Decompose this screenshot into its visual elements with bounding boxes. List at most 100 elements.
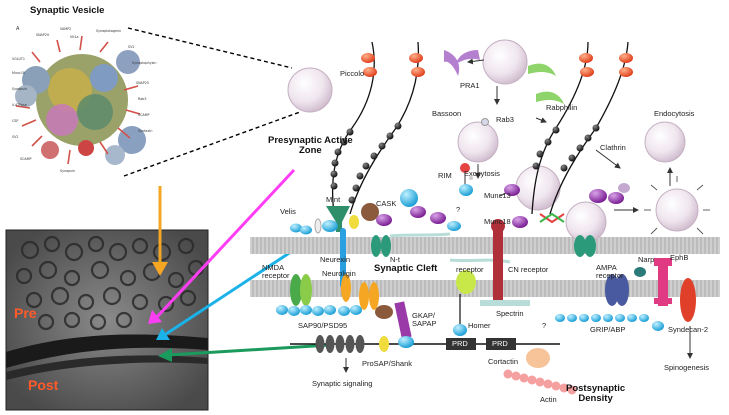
inset-panel-letter: A (16, 26, 20, 32)
inset-label-12: Munc18 (12, 71, 25, 75)
pre-label: Pre (14, 305, 37, 321)
neurexin-label: Neurexin (320, 255, 351, 264)
bassoon-label: Bassoon (432, 109, 462, 118)
syndecan-label: Syndecan-2 (668, 325, 709, 334)
homer-label: Homer (468, 321, 491, 330)
pra1-shape (444, 50, 460, 76)
inset-label-16: SV2 (12, 135, 18, 139)
ampa-receptor (605, 274, 619, 306)
cortactin (526, 348, 550, 368)
inset-label-18: Synapsin (60, 169, 75, 173)
rabphilin-shape-1 (528, 63, 556, 76)
sap90-psd95-chain (276, 282, 393, 319)
spectrin (480, 300, 530, 306)
presynaptic-membrane (250, 237, 720, 254)
synaptic-cleft-title: Synaptic Cleft (374, 263, 438, 274)
question-mark-2: ? (542, 321, 547, 330)
grip-abp-chain (555, 314, 664, 331)
narp-label: Narp (638, 255, 655, 264)
red-tether-beads (361, 53, 633, 77)
piccolo-bassoon-balls (330, 122, 600, 204)
pra1-label: PRA1 (460, 81, 480, 90)
piccolo-label: Piccolo (340, 69, 365, 78)
inset-label-8: Rab3 (138, 97, 146, 101)
yellow-protein (349, 215, 359, 229)
spinogenesis-label: Spinogenesis (664, 363, 710, 372)
homer (453, 324, 467, 336)
vesicle-endocytosis (644, 121, 686, 163)
cask-label: CASK (376, 199, 397, 208)
exocytosis-label: Exocytosis (464, 169, 500, 178)
question-mark-1: ? (456, 205, 461, 214)
zoom-line-top (127, 27, 293, 69)
inset-label-11: VGLUT1 (12, 57, 25, 61)
presynaptic-zone-title: Presynaptic Active Zone (268, 135, 353, 156)
nmda-receptor (290, 274, 302, 306)
neuroligin-label: Neuroligin (322, 269, 356, 278)
mint-label: Mint (326, 195, 341, 204)
gkap-sapap (394, 301, 412, 339)
em-micrograph (5, 229, 209, 411)
synaptic-vesicle-title: Synaptic Vesicle (30, 5, 105, 16)
inset-label-10: Syntaxin (138, 129, 152, 133)
cask-protein (361, 203, 379, 221)
vesicle-clathrin (655, 188, 699, 232)
prosap-shank (315, 335, 414, 353)
vesicle-fusing (565, 201, 607, 243)
actin-label: Actin (540, 395, 557, 404)
vesicle-top-center (482, 39, 528, 85)
ephb (654, 258, 672, 266)
sap90-label: SAP90/PSD95 (298, 321, 348, 330)
prd-box-1 (446, 338, 476, 350)
prd-label-2: PRD (492, 339, 508, 348)
actin-filament (503, 369, 577, 395)
vesicle-top-left (287, 67, 333, 113)
neurexin (340, 228, 346, 288)
inset-label-1: SNAP29 (36, 33, 49, 37)
inset-label-2: VAMP2 (60, 27, 71, 31)
mint-shape (326, 206, 350, 222)
syndecan-2 (680, 278, 696, 322)
receptor-label: receptor (456, 265, 484, 274)
zoom-line-bottom (123, 111, 301, 177)
grip-label: GRIP/ABP (590, 325, 626, 334)
cn-receptor (493, 226, 503, 306)
postsynaptic-membrane (250, 280, 720, 297)
prd-label-1: PRD (452, 339, 468, 348)
nt-protein (371, 235, 381, 257)
rabphilin-shape-2 (536, 91, 564, 104)
munc18-label: Munc18 (484, 217, 511, 226)
inset-label-3: Vti1a (70, 35, 79, 39)
prd-box-2 (486, 338, 516, 350)
cyan-arrow (165, 240, 307, 336)
ampa-label: AMPA receptor (596, 263, 624, 280)
inset-label-4: Synaptotagmin (96, 29, 121, 33)
synaptic-signaling-label: Synaptic signaling (312, 379, 373, 388)
munc13-label: Munc13 (484, 191, 511, 200)
velis-label: Velis (280, 207, 296, 216)
nmda-label: NMDA receptor (262, 263, 290, 280)
inset-label-9: SCAMP (138, 113, 149, 117)
prosap-label: ProSAP/Shank (362, 359, 413, 368)
post-label: Post (28, 377, 59, 393)
neuroligin (341, 274, 351, 302)
homer-receptor (456, 270, 476, 294)
inset-label-7: SNAP25 (136, 81, 149, 85)
vesicle-exocytosis (457, 121, 499, 163)
rim-label: RIM (438, 171, 452, 180)
ephb-label: EphB (670, 253, 689, 262)
rab3-label: Rab3 (496, 115, 514, 124)
cn-receptor-label: CN receptor (508, 265, 549, 274)
vesicle-model-inset: A SNAP29 VAMP2 Vti1a Synaptotagmin SV2 S… (8, 20, 163, 185)
rim-bead (460, 163, 470, 173)
inset-label-17: SCAMP (20, 157, 31, 161)
cortactin-label: Cortactin (488, 357, 519, 366)
spectrin-label: Spectrin (496, 309, 524, 318)
clathrin-coat (644, 176, 710, 235)
postsynaptic-density-title: Postsynaptic Density (566, 383, 626, 404)
presynaptic-channel-right (574, 235, 586, 257)
endocytosis-label: Endocytosis (654, 109, 695, 118)
nt-label: N-t (390, 255, 400, 264)
green-arrow (167, 343, 331, 357)
